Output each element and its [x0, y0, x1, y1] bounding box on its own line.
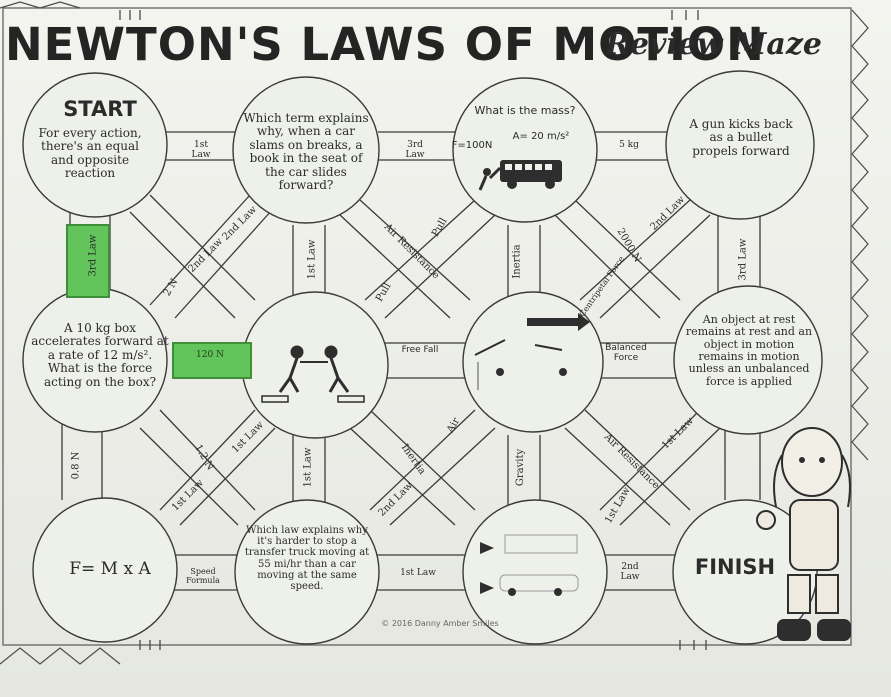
page-title: NEWTON'S LAWS OF MOTION	[5, 18, 765, 71]
circle-formula	[32, 497, 178, 643]
start-text: For every action, there's an equal and o…	[38, 126, 142, 181]
answer-3rd-law-top: 3rd Law	[405, 140, 425, 161]
free-fall-illustration	[474, 313, 590, 390]
formula-text: F= M x A	[69, 559, 151, 579]
circle-free-fall	[462, 291, 604, 433]
zigzag-border-right	[851, 9, 869, 461]
answer-inertia-a: Inertia	[511, 244, 523, 279]
answer-1st-law-a: 1st Law	[306, 239, 318, 280]
rest-text: An object at rest remains at rest and an…	[685, 313, 813, 388]
circle-gun	[665, 70, 815, 220]
green-box-3rd-law	[66, 224, 110, 298]
tug-of-war-illustration	[261, 345, 365, 403]
page-subtitle: Review Maze	[605, 27, 822, 62]
balanced-force-label: Balanced Force	[605, 343, 647, 364]
answer-120n: 120 N	[196, 350, 224, 360]
truck-question: Which law explains why it's harder to st…	[244, 525, 370, 592]
circle-book-question	[232, 76, 380, 224]
mass-acceleration: A= 20 m/s²	[512, 131, 570, 142]
green-box-120n	[172, 342, 252, 379]
answer-gravity: Gravity	[515, 448, 527, 487]
answer-0-8n: 0.8 N	[70, 451, 82, 480]
book-question: Which term explains why, when a car slam…	[243, 111, 369, 193]
bus-illustration	[478, 160, 562, 191]
answer-3rd-law-right: 3rd Law	[737, 238, 749, 281]
mass-force: F=100N	[451, 140, 493, 151]
box-question: A 10 kg box accelerates forward at a rat…	[31, 321, 169, 389]
car-illustration	[480, 534, 579, 596]
mass-question: What is the mass?	[474, 104, 576, 117]
copyright: © 2016 Danny Amber Smiles	[381, 619, 499, 628]
zigzag-border-bottom	[0, 647, 121, 665]
free-fall-label: Free Fall	[401, 345, 439, 355]
circle-rest	[673, 285, 823, 435]
answer-1st-law-bottom: 1st Law	[400, 568, 436, 578]
circle-tug-of-war	[241, 291, 389, 439]
finish-label: FINISH	[694, 555, 776, 579]
start-label: START	[63, 97, 137, 121]
circle-start	[22, 72, 168, 218]
circle-mass-question	[452, 77, 598, 223]
answer-speed-formula: Speed Formula	[186, 567, 220, 585]
circle-truck-question	[234, 499, 380, 645]
answer-1st-law-mid: 1st Law	[302, 447, 314, 488]
answer-2nd-law-final: 2nd Law	[620, 562, 640, 583]
answer-5kg: 5 kg	[619, 140, 639, 150]
gun-text: A gun kicks back as a bullet propels for…	[689, 117, 793, 158]
answer-1st-law-top: 1st Law	[191, 140, 211, 161]
answer-3rd-law-green: 3rd Law	[87, 234, 99, 277]
circle-finish	[672, 499, 818, 645]
circle-car-illustration	[462, 499, 608, 645]
newton-character-illustration	[756, 427, 851, 641]
